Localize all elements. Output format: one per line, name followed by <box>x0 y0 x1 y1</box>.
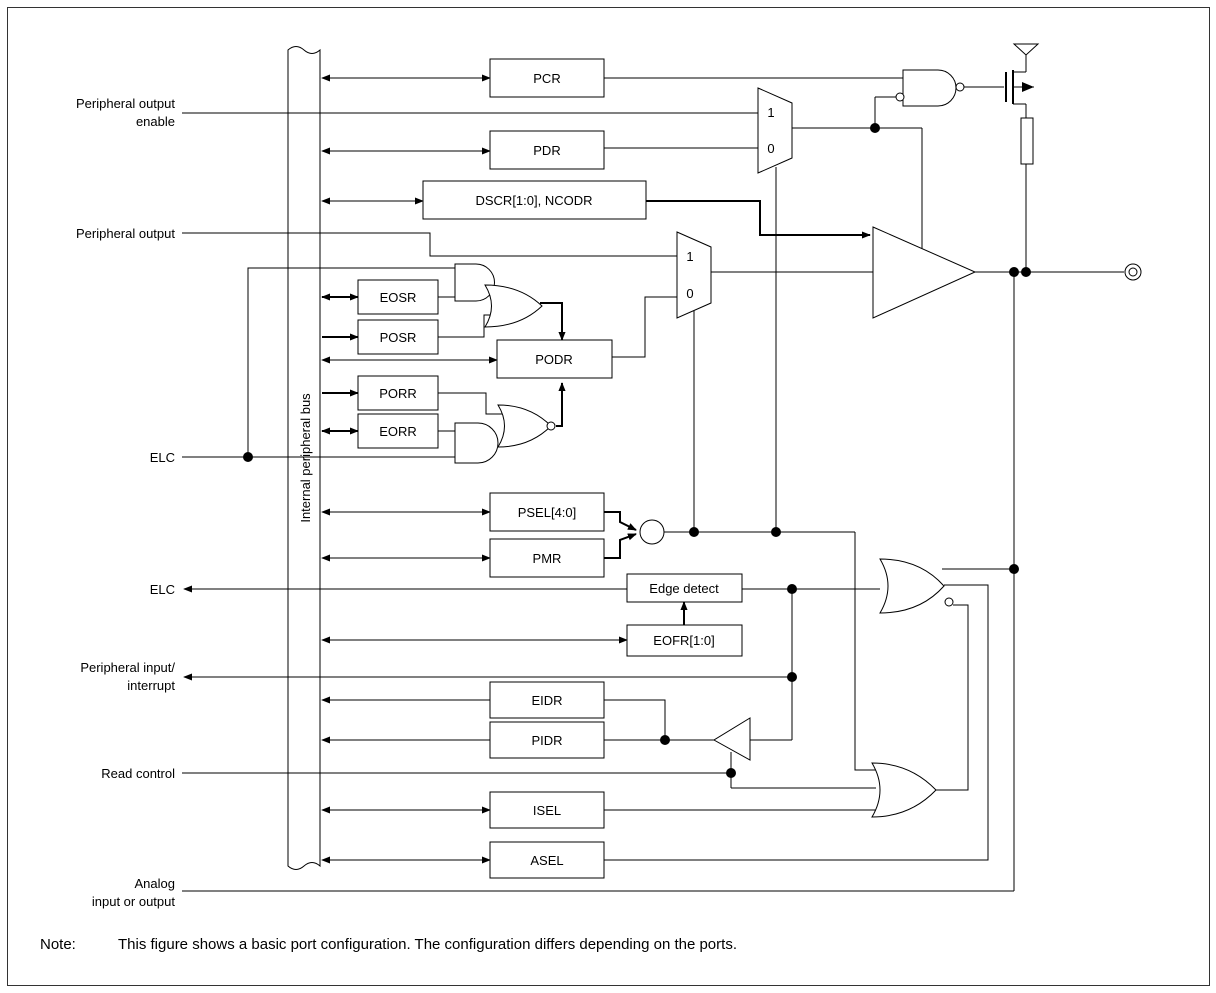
label-read-control: Read control <box>101 766 175 781</box>
mux2-input-0: 0 <box>686 286 693 301</box>
edge-detect-block: Edge detect <box>626 573 743 603</box>
register-pdr: PDR <box>489 130 605 170</box>
mux1-input-1: 1 <box>767 105 774 120</box>
register-eidr: EIDR <box>489 681 605 719</box>
svg-text:PSEL[4:0]: PSEL[4:0] <box>518 505 577 520</box>
register-asel: ASEL <box>489 841 605 879</box>
figure-note: Note: This figure shows a basic port conf… <box>40 936 737 953</box>
wiring <box>182 77 1124 892</box>
register-porr: PORR <box>357 375 439 411</box>
svg-text:POSR: POSR <box>380 330 417 345</box>
output-mux: 1 0 <box>676 231 712 319</box>
mux2-input-1: 1 <box>686 249 693 264</box>
svg-text:ISEL: ISEL <box>533 803 561 818</box>
label-elc-output: ELC <box>150 582 175 597</box>
label-peripheral-output-enable-2: enable <box>136 114 175 129</box>
register-pcr: PCR <box>489 58 605 98</box>
pin-terminal-icon <box>1124 263 1142 281</box>
svg-text:Edge detect: Edge detect <box>649 581 719 596</box>
svg-text:PODR: PODR <box>535 352 573 367</box>
register-isel: ISEL <box>489 791 605 829</box>
note-text: This figure shows a basic port configura… <box>118 936 737 953</box>
input-buffer <box>713 717 751 761</box>
figure-frame <box>7 7 1210 986</box>
junction-dots <box>243 123 1031 778</box>
svg-text:EIDR: EIDR <box>531 693 562 708</box>
svg-text:PORR: PORR <box>379 386 417 401</box>
mux1-input-0: 0 <box>767 141 774 156</box>
label-analog-1: Analog <box>135 876 175 891</box>
eosr-and-gate <box>454 263 495 302</box>
eorr-and-gate <box>454 422 499 464</box>
register-eosr: EOSR <box>357 279 439 315</box>
bus-connections <box>321 74 628 864</box>
output-buffer <box>872 226 977 319</box>
input-enable-or-gate <box>879 558 954 614</box>
signal-labels: Peripheral output enable Peripheral outp… <box>76 96 175 909</box>
register-posr: POSR <box>357 319 439 355</box>
svg-text:DSCR[1:0], NCODR: DSCR[1:0], NCODR <box>475 193 592 208</box>
svg-text:EOSR: EOSR <box>380 290 417 305</box>
register-dscr: DSCR[1:0], NCODR <box>422 180 647 220</box>
label-peripheral-output-enable-1: Peripheral output <box>76 96 175 111</box>
pull-up-resistor <box>1020 117 1034 165</box>
pull-up-transistor <box>1005 43 1040 105</box>
svg-text:PDR: PDR <box>533 143 560 158</box>
output-enable-mux: 1 0 <box>757 87 793 174</box>
bus-label: Internal peripheral bus <box>298 393 313 523</box>
podr-reset-or-gate <box>497 404 556 448</box>
svg-text:PMR: PMR <box>533 551 562 566</box>
register-podr: PODR <box>496 339 613 379</box>
psel-pmr-gate <box>639 519 665 545</box>
register-eofr: EOFR[1:0] <box>626 624 743 657</box>
svg-text:PCR: PCR <box>533 71 560 86</box>
register-eorr: EORR <box>357 413 439 449</box>
svg-text:PIDR: PIDR <box>531 733 562 748</box>
register-pidr: PIDR <box>489 721 605 759</box>
internal-peripheral-bus: Internal peripheral bus <box>287 46 321 870</box>
read-control-or-gate <box>871 762 937 818</box>
nand-gate <box>895 69 965 107</box>
label-peripheral-output: Peripheral output <box>76 226 175 241</box>
label-elc-input: ELC <box>150 450 175 465</box>
note-label: Note: <box>40 936 76 953</box>
svg-text:ASEL: ASEL <box>530 853 563 868</box>
label-peripheral-input-2: interrupt <box>127 678 175 693</box>
podr-set-or-gate <box>484 284 543 328</box>
label-analog-2: input or output <box>92 894 176 909</box>
svg-text:EORR: EORR <box>379 424 417 439</box>
label-peripheral-input-1: Peripheral input/ <box>80 660 175 675</box>
svg-text:EOFR[1:0]: EOFR[1:0] <box>653 633 714 648</box>
register-psel: PSEL[4:0] <box>489 492 605 532</box>
register-pmr: PMR <box>489 538 605 578</box>
